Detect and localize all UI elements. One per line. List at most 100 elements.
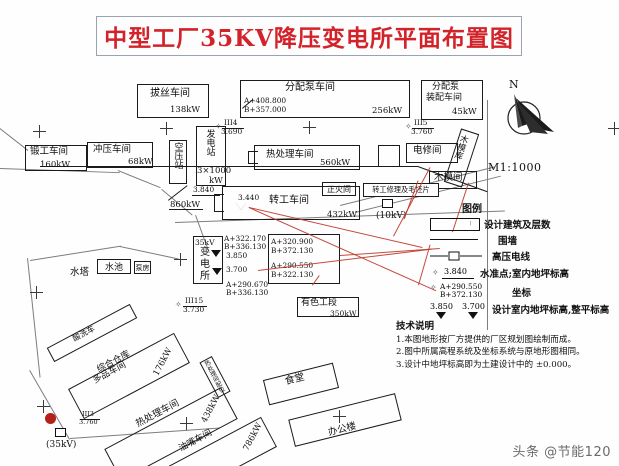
watermark: 头条 @节能120 [512,445,611,460]
fence-line [40,166,418,167]
building-label-zhuangong-xiuli: 转工修理及毛坯片 [372,185,430,194]
benchmark-III15-id: III15 [185,296,204,305]
building-label-baisi: 拔丝车间 [150,88,190,99]
building-label-dianxiujian: 电修间 [413,145,442,156]
building-zhuangong-notch [214,194,224,212]
coordinate-sub-right-b: B+372.130 [271,246,314,255]
legend-row-wall: 围墙 [430,232,616,248]
legend-value-elev-a: 3.850 [430,302,453,311]
building-fenpeibeng-chejian [240,80,410,118]
survey-cross [608,122,619,135]
legend-symbol-benchmark: ✧ [432,268,439,277]
benchmark-III15-elev: 3.730 [183,305,205,314]
coordinate-sub-left-b: B+336.130 [224,242,267,251]
label-shuita: 水塔 [70,267,90,278]
benchmark-divider [412,128,434,129]
legend-title: 图例 [462,204,482,215]
label-shuichi: 水池 [104,263,123,273]
legend-text-coordinate: 坐标 [512,288,532,299]
power-underline [169,209,203,210]
label-bengfang: 泵房 [135,263,150,272]
legend-text-elevation: 设计室内地坪标高,整平标高 [492,305,610,316]
notes-title: 技术说明 [396,321,435,332]
elevation-underline [192,195,220,196]
coordinate-sub-left2-a: A+290.670 [226,280,269,289]
compass-rose: N [492,78,562,160]
building-35kv-substation [193,236,223,284]
building-zhenghuojian: 正火间 [322,182,356,196]
building-bengfang-box: 泵房 [134,261,151,274]
elevation-marker-triangle [211,250,221,257]
coordinate-sub-right-a: A+320.900 [271,237,314,246]
benchmark-III5-id: III5 [414,118,428,127]
road-line [117,170,161,189]
building-label-yousegongduan: 有色工段 [301,298,338,308]
building-rechuli-notch [248,151,258,164]
legend-symbol-elev-solid [436,312,446,319]
benchmark-divider [222,128,244,129]
building-label-zhenghuojian: 正火间 [327,184,351,194]
coordinate-fenpeibeng-a: A+408.800 [244,96,287,105]
building-duangong-chejian [25,145,87,171]
building-label-rechuli: 热处理车间 [266,149,314,160]
page-title: 中型工厂35KV降压变电所平面布置图 [104,25,514,52]
elevation-3850: 3.850 [226,251,248,260]
coordinate-fenpeibeng-b: B+357.000 [244,105,287,114]
note-item: 1.本图地形按厂方提供的厂区规划图绘制而成。 [396,335,577,345]
benchmark-III4-id: III4 [224,118,238,127]
legend-value-elev-b: 3.700 [462,302,485,311]
building-small-square [378,145,400,167]
building-shuichi-box: 水池 [97,259,131,274]
substation-label-suo: 所 [200,271,210,282]
legend-row-hvline: 高压电线 [430,248,616,264]
note-item: 3.设计中地坪标高即为土建设计中的 ±0.000。 [396,359,577,370]
survey-cross [30,286,43,299]
road-line [119,246,179,260]
road-line [27,258,41,378]
survey-cross [33,125,46,138]
building-power-fenpeibeng: 256kW [372,106,403,116]
benchmark-symbol: ✧ [405,122,412,131]
label-10kv: (10kV) [376,211,407,221]
substation-label-bian: 变 [200,247,210,258]
building-label-kongyazhan: 空压站 [172,142,183,169]
building-baisi-chejian [137,84,209,118]
elevation-zhuangong: 3.440 [238,193,260,202]
building-dianxiujian [406,143,458,163]
survey-cross [303,121,316,134]
building-mumujian [429,171,477,189]
benchmark-symbol: ✧ [215,122,222,131]
substation-35kv-symbol [55,428,66,437]
benchmark-symbol: ✧ [175,300,182,309]
legend-benchmark-underline [442,278,474,279]
legend-text-building: 设计建筑及层数 [484,220,551,231]
survey-cross [174,253,187,266]
building-power-duangong: 160kW [40,160,71,170]
benchmark-divider [80,419,100,420]
building-power-fenpei-zhuangpei: 45kW [452,107,477,117]
building-power-fadianzhan-unit: kW [209,176,223,186]
building-label-fenpei-zhuangpei-1: 分配泵 [432,82,460,92]
benchmark-III3-elev: 3.760 [79,418,98,426]
legend-text-hvline: 高压电线 [492,252,531,263]
benchmark-III5-elev: 3.760 [411,127,433,136]
legend-value-benchmark: 3.840 [444,267,467,276]
building-label-fenpei-zhuangpei-2: 装配车间 [426,93,463,103]
building-label-fadianzhan: 发电站 [204,129,215,156]
technical-notes: 技术说明 1.本图地形按厂方提供的厂区规划图绘制而成。 2.图中所属高程系统及坐… [396,318,618,371]
building-power-rechuli: 560kW [320,158,351,168]
legend-symbol-hvline [430,251,482,261]
elevation-fadianzhan: 3.840 [193,185,215,194]
elevation-3700: 3.700 [226,265,248,274]
building-kongyazhan [169,140,187,184]
elevation-marker-triangle [236,203,246,210]
building-yousegongduan [297,297,359,317]
building-label-chongya: 冲压车间 [93,144,132,155]
survey-cross [160,122,173,135]
compass-icon [507,94,554,135]
legend: 图例 ⦙ 设计建筑及层数 围墙 高压电线 ✧ 3.840 水准点;室内地坪 [430,204,616,320]
benchmark-III3-id: III3 [82,410,94,418]
note-item: 2.图中所属高程系统及坐标系统与原地形图相同。 [396,347,585,358]
legend-symbol-elev-open [468,312,478,319]
substation-10kv-symbol [382,199,393,208]
